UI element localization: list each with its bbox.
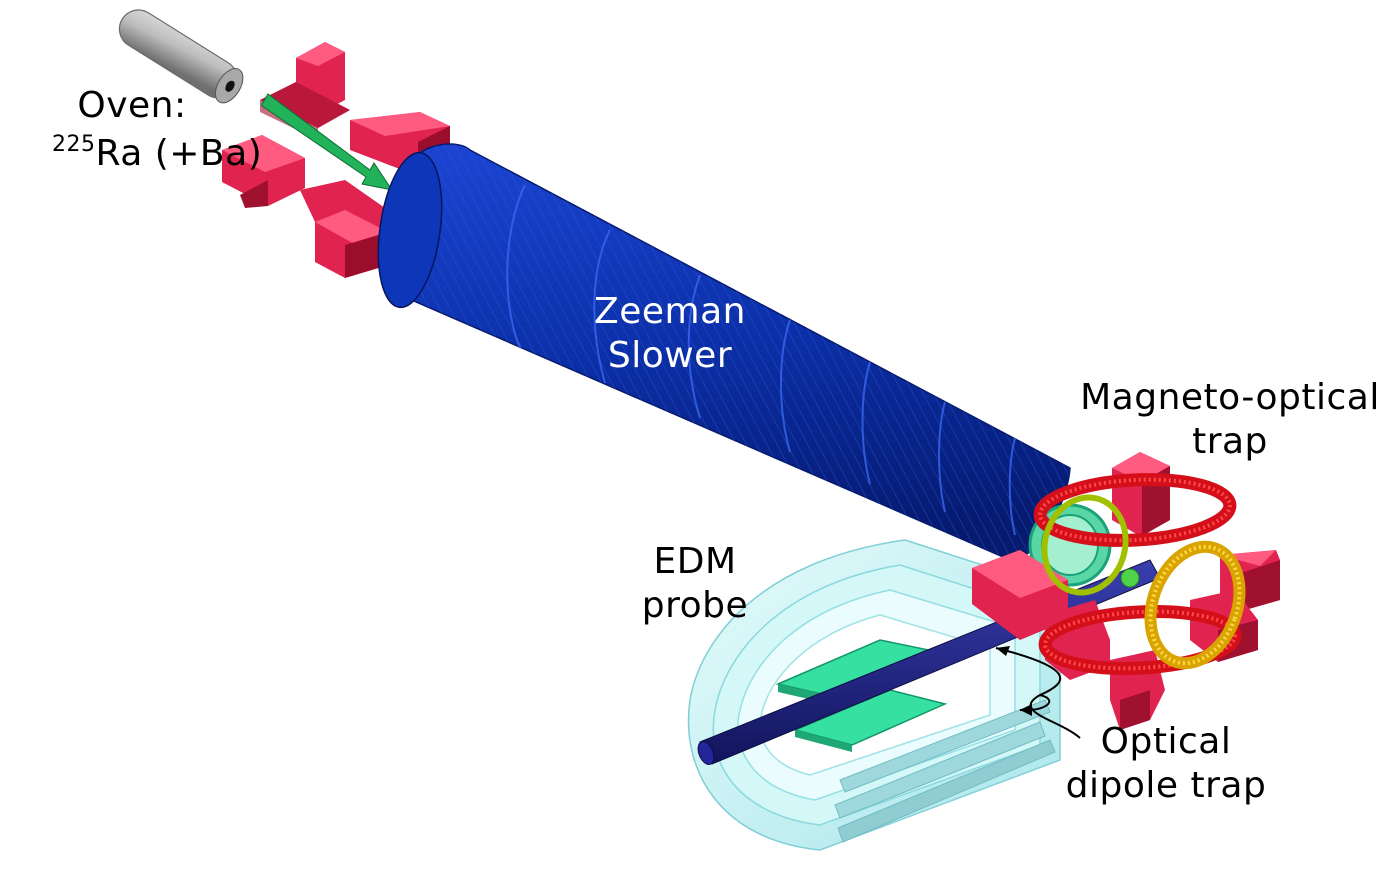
odt-label-line2: dipole trap	[1060, 764, 1272, 808]
mot-label-line2: trap	[1072, 420, 1388, 464]
edm-probe-label: EDM probe	[630, 540, 760, 628]
oven-label: Oven: 225Ra (+Ba)	[52, 84, 212, 176]
zeeman-label-line1: Zeeman	[580, 290, 760, 334]
oven-label-line2: 225Ra (+Ba)	[52, 132, 212, 176]
zeeman-label-line2: Slower	[580, 334, 760, 378]
oven-label-line1: Oven:	[52, 84, 212, 128]
isotope-mass-superscript: 225	[52, 132, 96, 157]
mot-label: Magneto-optical trap	[1072, 376, 1388, 464]
mot-label-line1: Magneto-optical	[1072, 376, 1388, 420]
optical-dipole-trap-label: Optical dipole trap	[1060, 720, 1272, 808]
odt-label-line1: Optical	[1060, 720, 1272, 764]
oven-isotope-text: Ra (+Ba)	[96, 133, 263, 174]
edm-label-line2: probe	[630, 584, 760, 628]
edm-label-line1: EDM	[630, 540, 760, 584]
zeeman-slower-label: Zeeman Slower	[580, 290, 760, 378]
